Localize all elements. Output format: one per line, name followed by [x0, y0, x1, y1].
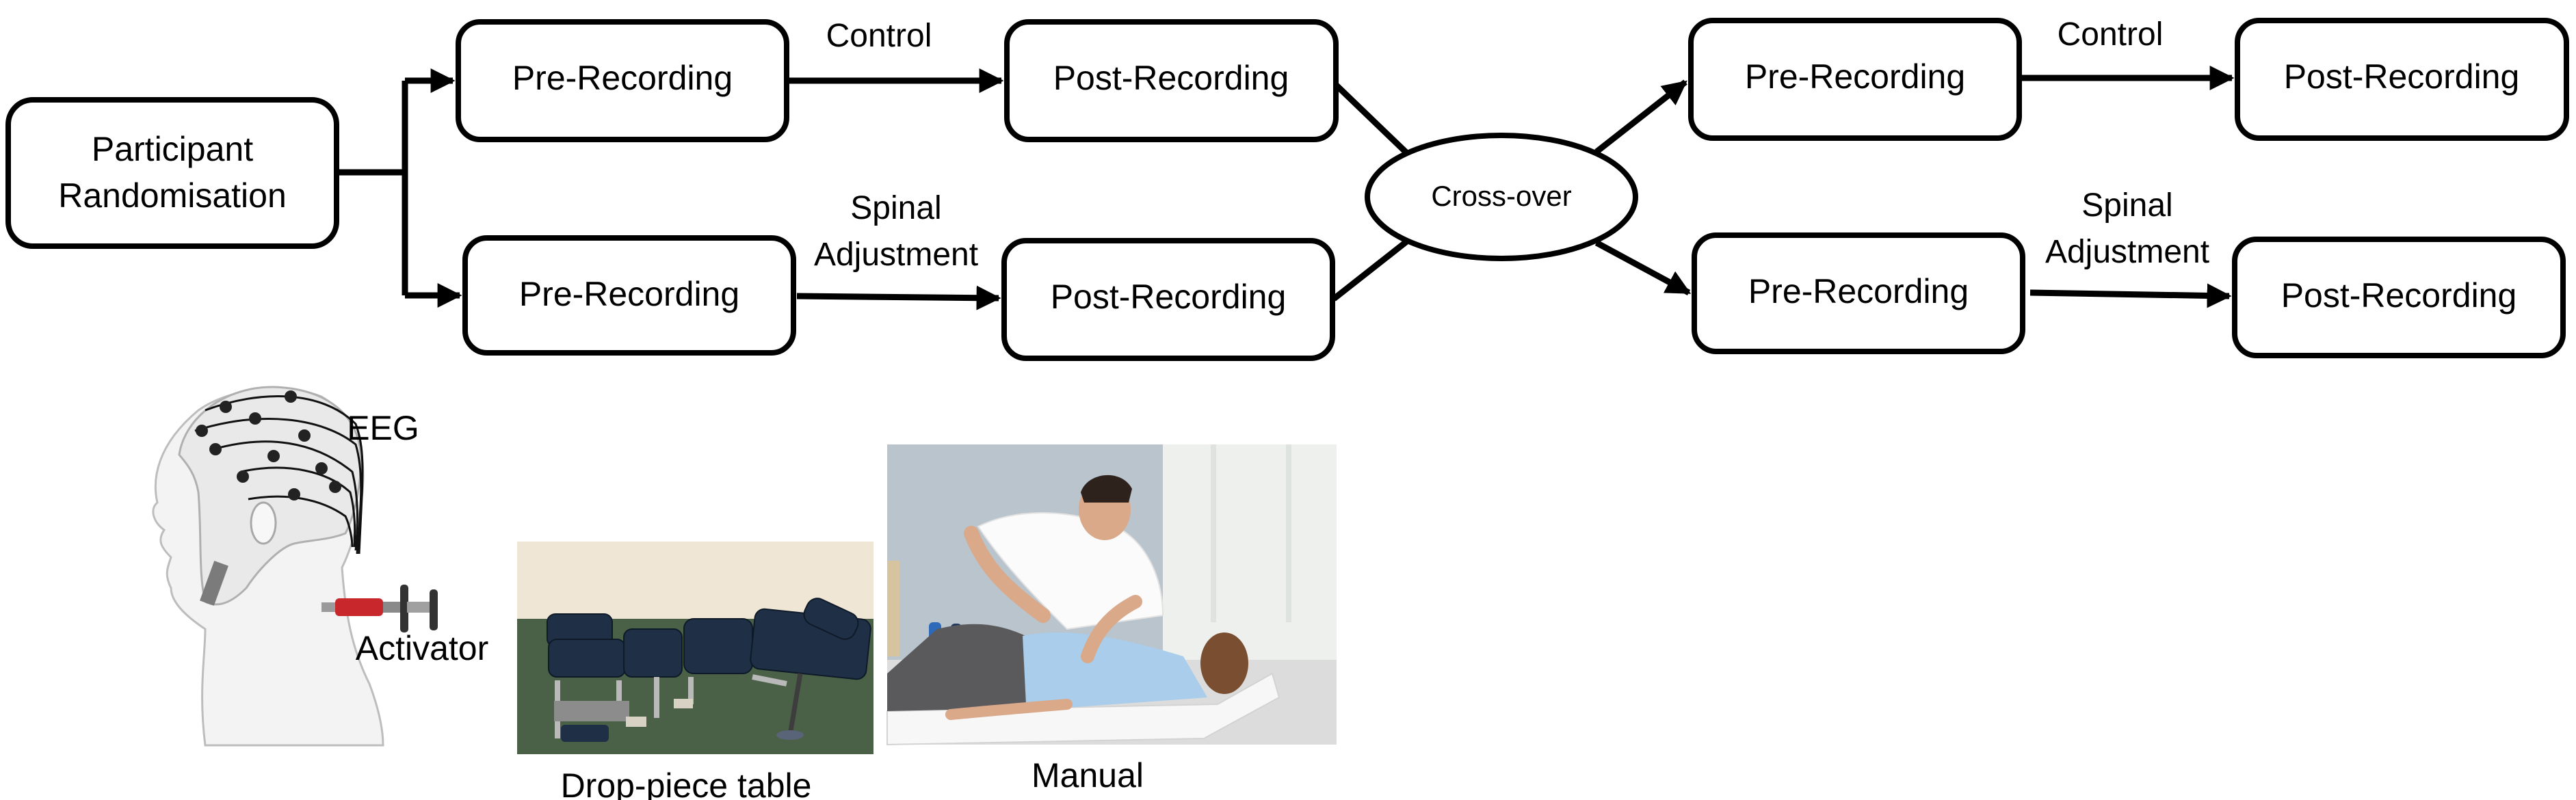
node-label-line2: Randomisation: [58, 176, 287, 215]
crossover-node: Cross-over: [1365, 133, 1638, 261]
post-recording-top-left-node: Post-Recording: [1004, 19, 1339, 142]
condition-label-spinal-right-line1: Spinal: [2081, 187, 2172, 224]
node-label: Post-Recording: [1051, 278, 1287, 316]
condition-label-spinal-left-line1: Spinal: [850, 190, 941, 226]
post-recording-bottom-right-node: Post-Recording: [2232, 237, 2566, 358]
pre-recording-bottom-left-node: Pre-Recording: [462, 235, 796, 356]
pre-recording-bottom-right-node: Pre-Recording: [1692, 232, 2025, 354]
manual-adjustment-photo: [886, 444, 1337, 746]
post-recording-bottom-left-node: Post-Recording: [1001, 238, 1335, 361]
eeg-head-illustration: [152, 386, 438, 747]
node-label: Pre-Recording: [512, 59, 733, 97]
line-post-bottom-to-crossover: [1332, 238, 1410, 302]
post-recording-top-right-node: Post-Recording: [2235, 18, 2569, 141]
node-label: Post-Recording: [1053, 59, 1289, 97]
pre-recording-top-left-node: Pre-Recording: [456, 19, 789, 142]
node-label: Cross-over: [1431, 180, 1571, 212]
condition-label-spinal-left-line2: Adjustment: [814, 237, 978, 273]
arrow-crossover-to-pre-bottom-right: [1594, 240, 1692, 295]
arrow-spinal-left: [796, 285, 1001, 310]
condition-label-spinal-right-line2: Adjustment: [2045, 234, 2209, 270]
node-label: Post-Recording: [2284, 57, 2520, 96]
connectors: [337, 66, 2235, 310]
node-label-line1: Participant: [92, 130, 253, 168]
node-label: Pre-Recording: [519, 275, 739, 313]
eeg-electrodes: [196, 390, 341, 501]
line-post-top-to-crossover: [1333, 82, 1410, 157]
chin-strap: [200, 561, 228, 606]
activator-label: Activator: [356, 629, 489, 667]
arrow-crossover-to-pre-top-right: [1594, 79, 1687, 155]
node-label: Pre-Recording: [1748, 272, 1969, 310]
manual-caption: Manual: [1031, 756, 1144, 795]
randomisation-split-line: [337, 81, 408, 295]
pre-recording-top-right-node: Pre-Recording: [1688, 18, 2022, 141]
drop-piece-table-caption: Drop-piece table: [561, 766, 812, 800]
condition-label-control-left: Control: [826, 18, 932, 54]
eeg-cables: [194, 395, 364, 555]
participant-randomisation-node: Participant Randomisation: [5, 97, 339, 249]
ear: [250, 501, 277, 545]
node-label: Pre-Recording: [1745, 57, 1965, 96]
eeg-label: EEG: [347, 409, 419, 447]
condition-label-control-right: Control: [2058, 16, 2164, 53]
activator-device: [321, 585, 438, 632]
drop-piece-table-photo: [517, 542, 873, 754]
arrow-spinal-right: [2029, 283, 2232, 308]
node-label: Post-Recording: [2281, 276, 2517, 315]
